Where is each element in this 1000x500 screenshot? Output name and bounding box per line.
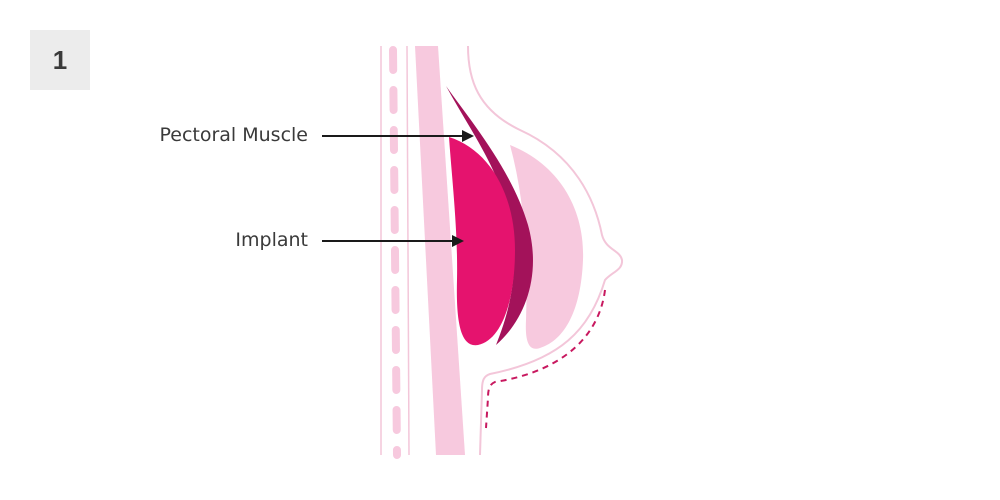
implant-label: Implant: [235, 229, 308, 251]
incision-line: [485, 289, 606, 429]
rib-dashes: [389, 46, 401, 459]
step-number: 1: [52, 44, 68, 75]
pectoral-muscle-label: Pectoral Muscle: [159, 124, 308, 146]
breast-tissue: [510, 145, 584, 349]
skin-outline: [467, 45, 624, 456]
implant-shape: [449, 137, 515, 346]
chest-wall: [380, 45, 465, 459]
implant-arrow: [322, 235, 464, 247]
pectoral-muscle: [446, 86, 533, 345]
rib-wall: [415, 46, 465, 455]
pectoral-muscle-arrow: [322, 130, 474, 142]
step-number-badge: 1: [30, 30, 90, 90]
